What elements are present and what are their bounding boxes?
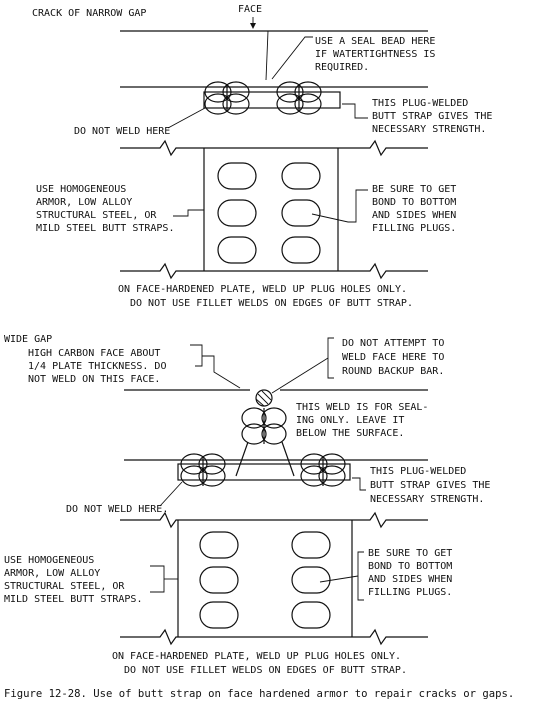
figure-caption: Figure 12-28. Use of butt strap on face … — [4, 688, 514, 700]
high-carbon-line-1: HIGH CARBON FACE ABOUT — [28, 348, 160, 359]
no-weld-leader — [167, 107, 206, 129]
no-attempt-line-2: WELD FACE HERE TO — [342, 352, 444, 363]
seal-weld-line-1: THIS WELD IS FOR SEAL- — [296, 402, 428, 413]
crack-line — [265, 30, 269, 81]
bond-note-line-3: AND SIDES WHEN — [372, 210, 456, 221]
wide-gap-label: WIDE GAP — [4, 334, 52, 345]
material-note-line-3: STRUCTURAL STEEL, OR — [36, 210, 157, 221]
material-note-line-4: MILD STEEL BUTT STRAPS. — [36, 223, 174, 234]
bond-note-line-1: BE SURE TO GET — [372, 184, 456, 195]
material-bracket-2 — [150, 565, 165, 593]
high-carbon-leader — [202, 355, 241, 389]
bottom-note-line-1: ON FACE-HARDENED PLATE, WELD UP PLUG HOL… — [118, 284, 407, 295]
butt-strap — [203, 91, 341, 109]
seal-note-line-2: IF WATERTIGHTNESS IS — [315, 49, 435, 60]
high-carbon-line-2: 1/4 PLATE THICKNESS. DO — [28, 361, 166, 372]
plug-holes-top — [217, 162, 321, 264]
seal-weld-cluster — [241, 407, 287, 445]
face-arrowhead — [250, 23, 256, 29]
plug-holes-bottom — [199, 531, 331, 629]
no-attempt-bracket — [327, 337, 334, 379]
seal-note-line-3: REQUIRED. — [315, 62, 369, 73]
no-weld-leader-2 — [159, 481, 183, 507]
seal-weld-line-2: ING ONLY. LEAVE IT — [296, 415, 404, 426]
material-note-line-1: USE HOMOGENEOUS — [36, 184, 126, 195]
bond-bracket-2 — [357, 551, 364, 601]
bond-note-2-line-3: AND SIDES WHEN — [368, 574, 452, 585]
backup-bar-hatch — [255, 390, 272, 407]
strap-note-2-line-1: THIS PLUG-WELDED — [370, 466, 466, 477]
material-leader — [173, 209, 204, 217]
high-carbon-bracket — [190, 344, 203, 367]
butt-strap-2 — [177, 463, 351, 481]
top-diagram: CRACK OF NARROW GAP FACE USE A SEAL BEAD… — [32, 4, 492, 309]
no-weld-label: DO NOT WELD HERE — [74, 126, 170, 137]
strap-note-2-line-3: NECESSARY STRENGTH. — [370, 494, 484, 505]
gap-wall-right — [281, 441, 295, 477]
seal-leader — [271, 36, 313, 80]
strap-leader-2 — [352, 477, 366, 491]
base-plate-top-break — [120, 139, 428, 157]
material-note-2-line-3: STRUCTURAL STEEL, OR — [4, 581, 125, 592]
plug-weld-left-2 — [180, 453, 226, 487]
bond-note-2-line-1: BE SURE TO GET — [368, 548, 452, 559]
material-note-2-line-2: ARMOR, LOW ALLOY — [4, 568, 100, 579]
bottom-diagram: WIDE GAP HIGH CARBON FACE ABOUT 1/4 PLAT… — [4, 334, 490, 676]
bond-note-line-4: FILLING PLUGS. — [372, 223, 456, 234]
strap-note-2-line-2: BUTT STRAP GIVES THE — [370, 480, 490, 491]
bond-note-line-2: BOND TO BOTTOM — [372, 197, 456, 208]
material-note-line-2: ARMOR, LOW ALLOY — [36, 197, 132, 208]
high-carbon-line-3: NOT WELD ON THIS FACE. — [28, 374, 160, 385]
seal-weld-line-3: BELOW THE SURFACE. — [296, 428, 404, 439]
bond-leader — [311, 189, 368, 223]
base-plate-top-break-2 — [120, 511, 428, 529]
strap-note-line-1: THIS PLUG-WELDED — [372, 98, 468, 109]
no-attempt-line-3: ROUND BACKUP BAR. — [342, 366, 444, 377]
strap-leader — [342, 103, 368, 119]
bond-note-2-line-4: FILLING PLUGS. — [368, 587, 452, 598]
bond-note-2-line-2: BOND TO BOTTOM — [368, 561, 452, 572]
no-attempt-leader — [271, 357, 329, 394]
bond-leader-2 — [319, 575, 359, 583]
face-label: FACE — [238, 4, 262, 15]
base-plate-bottom-break-2 — [120, 628, 428, 646]
plug-weld-right-2 — [300, 453, 346, 487]
strap-note-line-2: BUTT STRAP GIVES THE — [372, 111, 492, 122]
gap-wall-left — [235, 441, 249, 477]
material-note-2-line-4: MILD STEEL BUTT STRAPS. — [4, 594, 142, 605]
base-plate-bottom-break — [120, 262, 428, 280]
strap-note-line-3: NECESSARY STRENGTH. — [372, 124, 486, 135]
seal-note-line-1: USE A SEAL BEAD HERE — [315, 36, 435, 47]
material-note-2-line-1: USE HOMOGENEOUS — [4, 555, 94, 566]
bottom-note-2-line-2: DO NOT USE FILLET WELDS ON EDGES OF BUTT… — [124, 665, 407, 676]
bottom-note-line-2: DO NOT USE FILLET WELDS ON EDGES OF BUTT… — [130, 298, 413, 309]
crack-label: CRACK OF NARROW GAP — [32, 8, 146, 19]
no-attempt-line-1: DO NOT ATTEMPT TO — [342, 338, 444, 349]
bottom-note-2-line-1: ON FACE-HARDENED PLATE, WELD UP PLUG HOL… — [112, 651, 401, 662]
no-weld-label-2: DO NOT WELD HERE. — [66, 504, 168, 515]
